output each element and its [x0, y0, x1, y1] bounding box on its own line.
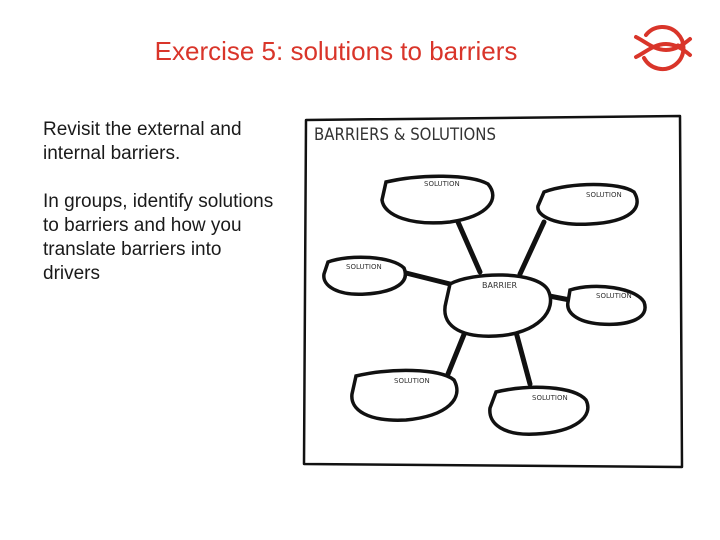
solution-node-2: SOLUTION: [536, 182, 639, 226]
solution-node-1: SOLUTION: [380, 174, 495, 225]
instructions: Revisit the external and internal barrie…: [43, 118, 283, 310]
svg-text:SOLUTION: SOLUTION: [424, 180, 460, 188]
svg-text:SOLUTION: SOLUTION: [532, 394, 568, 402]
instruction-groups: In groups, identify solutions to barrier…: [43, 191, 274, 284]
diagram-heading: BARRIERS & SOLUTIONS: [314, 125, 496, 145]
svg-text:SOLUTION: SOLUTION: [346, 263, 382, 271]
solution-node-3: SOLUTION: [322, 255, 408, 296]
solution-node-6: SOLUTION: [488, 385, 590, 436]
svg-text:SOLUTION: SOLUTION: [596, 292, 632, 300]
barrier-node: BARRIER: [443, 273, 553, 338]
instruction-revisit: Revisit the external and internal barrie…: [43, 119, 242, 164]
solution-node-5: SOLUTION: [350, 368, 459, 422]
barriers-solutions-diagram: BARRIERS & SOLUTIONS BARRIER SOLUTION SO…: [302, 114, 684, 469]
fish-in-circle-icon: [634, 25, 692, 72]
svg-text:BARRIER: BARRIER: [482, 281, 517, 290]
connectors: [399, 219, 573, 387]
slide-title: Exercise 5: solutions to barriers: [154, 36, 518, 66]
svg-text:SOLUTION: SOLUTION: [394, 377, 430, 385]
svg-text:SOLUTION: SOLUTION: [586, 191, 622, 199]
solution-node-4: SOLUTION: [566, 284, 647, 327]
